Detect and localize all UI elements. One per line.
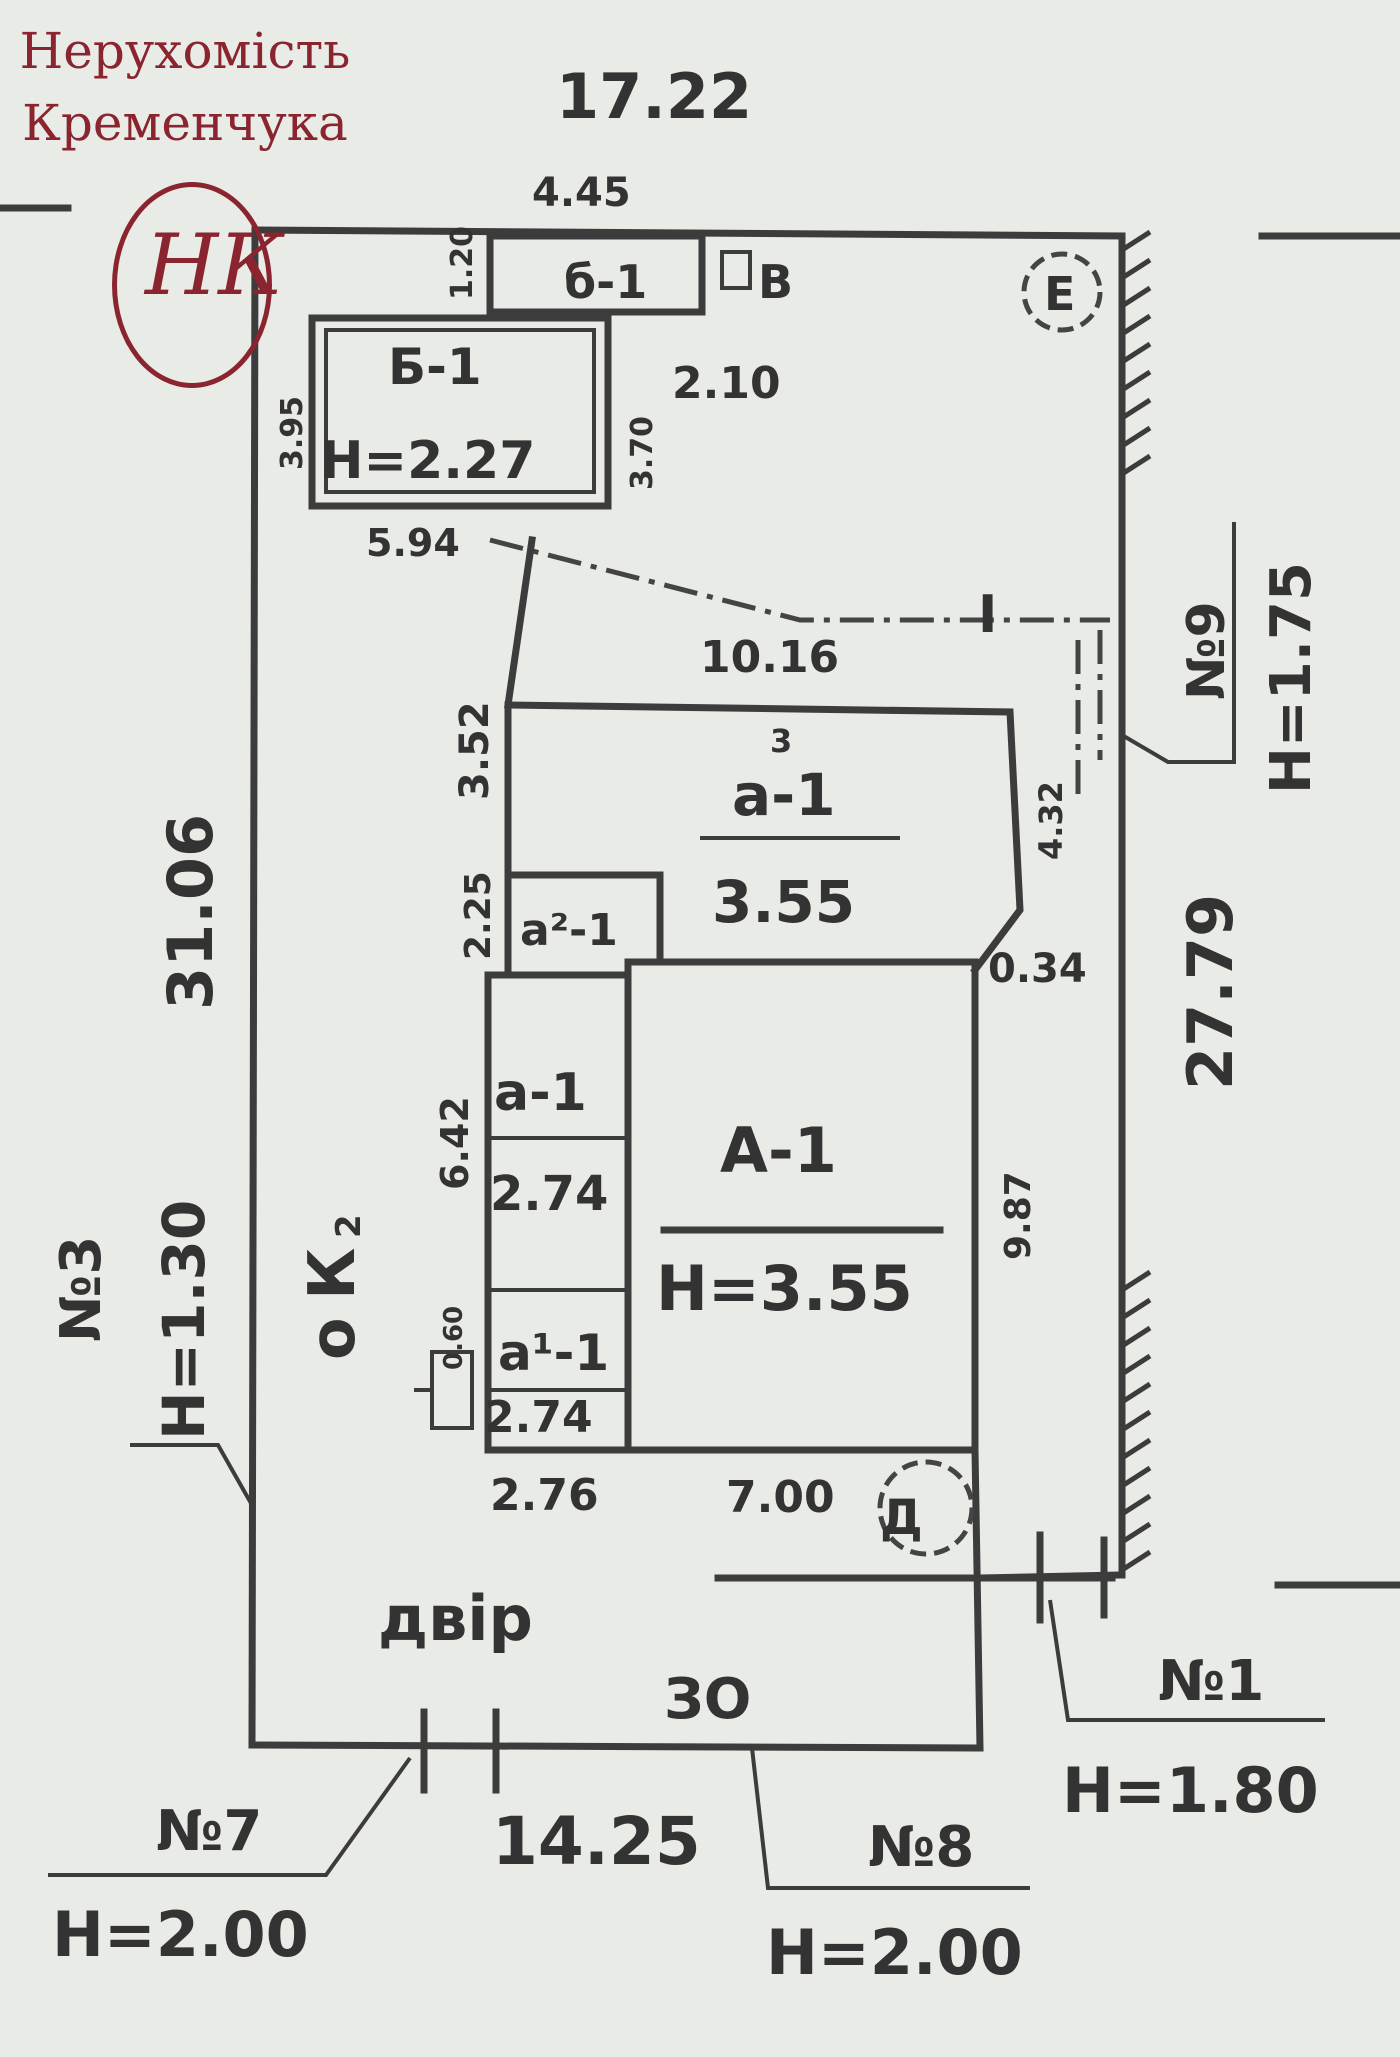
well-label: К (296, 1248, 370, 1300)
dim-b1-left: 3.95 (275, 396, 310, 470)
hatch-tick (1120, 229, 1152, 253)
dim-b1-right: 3.70 (625, 416, 660, 490)
dim-a1-small: 0.60 (439, 1306, 469, 1370)
building-b1-shed: Б-1 Н=2.27 3.95 3.70 5.94 2.10 (275, 314, 781, 565)
building-a1-label: а¹-1 (498, 1324, 609, 1382)
marker-toilet: Д (880, 1490, 923, 1546)
hatch-tick (1120, 1437, 1152, 1461)
main-house-label: А-1 (720, 1114, 837, 1187)
building-b1-label: Б-1 (388, 338, 482, 396)
hatch-tick (1120, 1493, 1152, 1517)
fence-n8-no: №8 (868, 1815, 974, 1880)
watermark-line2: Кременчука (22, 94, 348, 152)
agency-watermark: Нерухомість Кременчука НК (10, 20, 360, 388)
dim-10-16: 10.16 (700, 632, 839, 683)
dim-a1-bottom: 2.76 (490, 1470, 599, 1521)
cut-line: I 10.16 (489, 536, 1110, 800)
hatch-tick (1120, 453, 1152, 477)
well-dot: о (296, 1317, 369, 1360)
yard-label: двір (378, 1582, 533, 1655)
plot-dimensions: 17.22 31.06 27.79 14.25 (154, 60, 1247, 1880)
building-a2-label: а²-1 (520, 905, 618, 956)
fence-n7-no: №7 (156, 1799, 262, 1864)
boundary-stubs (0, 204, 1400, 1589)
fence-n9-h: Н=1.75 (1259, 562, 1324, 794)
watermark-ring-icon (112, 182, 272, 388)
fence-n3-no: №3 (49, 1236, 114, 1342)
hatch-tick (1120, 285, 1152, 309)
hatch-tick (1120, 257, 1152, 281)
dim-a2-left: 2.25 (458, 871, 499, 960)
yard-gate: ЗО (664, 1667, 751, 1732)
dim-main-bottom: 7.00 (726, 1472, 835, 1523)
hatch-tick (1120, 1521, 1152, 1545)
yard: двір ЗО о К 2 (296, 1214, 751, 1732)
dim-a3-right: 4.32 (1032, 781, 1070, 860)
main-house: А-1 Н=3.55 9.87 7.00 0.34 а-1 2.74 6.42 … (414, 946, 1087, 1523)
hatch-tick (1120, 1465, 1152, 1489)
building-a3-label: а-1 (732, 761, 836, 829)
hatch-tick (1120, 1409, 1152, 1433)
markers: Е Д (877, 251, 1103, 1557)
dim-plot-left: 31.06 (154, 814, 227, 1010)
fence-markers: №1 Н=1.80 №7 Н=2.00 №8 Н=2.00 №3 Н=1.30 … (48, 522, 1325, 1989)
dim-b1-depth: 1.20 (445, 226, 480, 300)
well-exp: 2 (329, 1214, 369, 1238)
hatch-tick (1120, 1549, 1152, 1573)
dim-plot-top: 17.22 (556, 60, 752, 133)
building-a1-dim: 2.74 (484, 1392, 593, 1443)
fence-n8-h: Н=2.00 (766, 1916, 1023, 1989)
dim-plot-right: 27.79 (1174, 894, 1247, 1090)
hatch-tick (1120, 369, 1152, 393)
dim-b1-width: 4.45 (532, 170, 631, 216)
fence-n1-no: №1 (1158, 1649, 1264, 1714)
hatch-tick (1120, 1297, 1152, 1321)
building-b1-small-label: б-1 (564, 255, 647, 309)
hatch-tick (1120, 1381, 1152, 1405)
dim-a-ext-left: 6.42 (433, 1096, 477, 1190)
building-a-ext-dim: 2.74 (490, 1166, 608, 1222)
dim-plot-bottom: 14.25 (492, 1803, 701, 1880)
building-b1-small: б-1 4.45 1.20 В (445, 170, 793, 316)
building-a3-height: 3.55 (712, 868, 855, 936)
dim-b1-offset: 2.10 (672, 358, 781, 409)
main-house-height: Н=3.55 (656, 1252, 913, 1325)
marker-e: Е (1044, 267, 1075, 321)
fence-n3-h: Н=1.30 (150, 1200, 218, 1440)
plot-outline (248, 226, 1126, 1752)
hatch-tick (1120, 397, 1152, 421)
watermark-line1: Нерухомість (19, 22, 351, 80)
right-fence-hatching (1120, 229, 1152, 1573)
marker-v: В (758, 255, 793, 309)
hatch-tick (1120, 1269, 1152, 1293)
hatch-tick (1120, 1325, 1152, 1349)
dim-b1-bottom: 5.94 (366, 521, 460, 565)
hatch-tick (1120, 341, 1152, 365)
building-a3: а-1 3 3.55 3.52 4.32 2.25 а²-1 (452, 701, 1070, 979)
fence-n1-h: Н=1.80 (1062, 1754, 1319, 1827)
dim-a3-left: 3.52 (452, 701, 498, 800)
hatch-tick (1120, 1353, 1152, 1377)
hatch-tick (1120, 313, 1152, 337)
dim-main-right: 9.87 (998, 1171, 1039, 1260)
building-a-ext-label: а-1 (494, 1063, 587, 1123)
dim-main-offset: 0.34 (988, 946, 1087, 992)
hatch-tick (1120, 425, 1152, 449)
watermark-monogram: НК (145, 216, 284, 314)
building-a3-sup: 3 (770, 722, 792, 760)
fence-n9-no: №9 (1177, 601, 1237, 700)
building-b1-height: Н=2.27 (320, 431, 535, 491)
cut-line-label: I (978, 585, 997, 645)
fence-n7-h: Н=2.00 (52, 1898, 309, 1971)
